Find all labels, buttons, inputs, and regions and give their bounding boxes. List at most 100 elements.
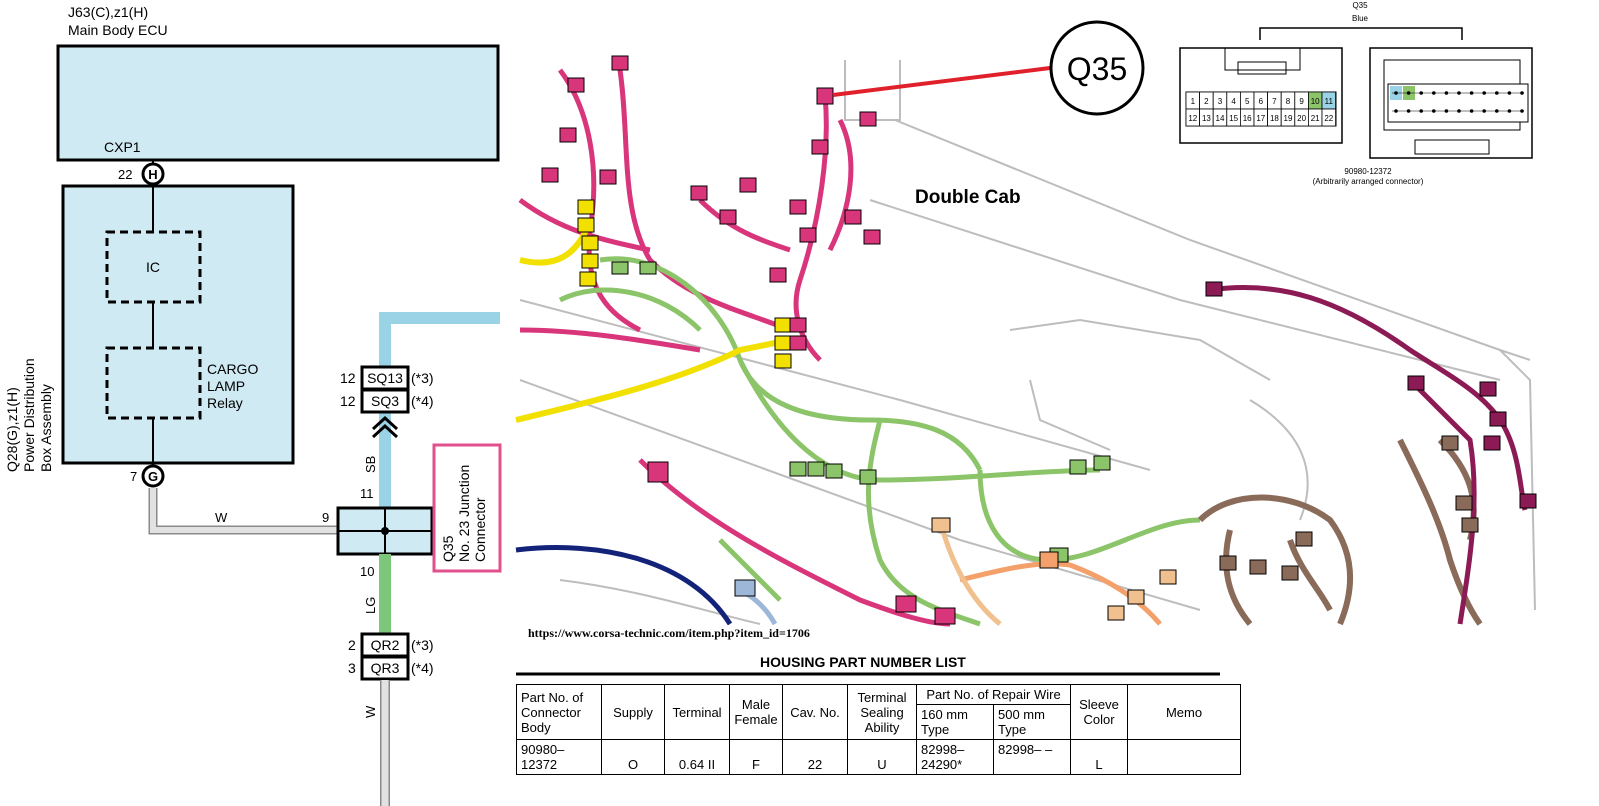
pin-number: 11 — [1325, 97, 1334, 106]
header-500mm: 500 mm Type — [993, 704, 1071, 740]
chevron-up-icon — [371, 415, 399, 431]
header-memo: Memo — [1127, 684, 1241, 740]
header-supply: Supply — [601, 684, 665, 740]
pin-number: 18 — [1270, 114, 1279, 123]
junction-label-3: Connector — [472, 497, 488, 562]
wire-w-pin: 9 — [322, 510, 329, 525]
pin-cell — [1321, 108, 1337, 127]
cell-sealing: U — [847, 739, 917, 775]
sq3-note: (*4) — [411, 393, 434, 409]
q35-callout-label: Q35 — [1067, 51, 1127, 87]
pin-number: 17 — [1256, 114, 1265, 123]
chevron-up-icon — [371, 423, 399, 439]
sq13-note: (*3) — [411, 370, 434, 386]
qr3-label: QR3 — [371, 660, 400, 676]
sq13-label: SQ13 — [367, 370, 403, 386]
pdb-label-3: Box Assembly — [38, 384, 54, 472]
qr2-note: (*3) — [411, 637, 434, 653]
table-row: 90980– 12372 O 0.64 II F 22 U 82998– 242… — [516, 739, 1241, 775]
header-sealing: Terminal Sealing Ability — [847, 684, 917, 740]
cell-memo — [1127, 739, 1241, 775]
wire-w2-label: W — [363, 705, 378, 718]
junction-label-box — [432, 443, 502, 573]
source-url[interactable]: https://www.corsa-technic.com/item.php?i… — [528, 626, 810, 640]
relay-label-2: LAMP — [207, 378, 245, 394]
pinout-color: Blue — [1352, 14, 1369, 23]
sq3-connector — [360, 388, 410, 414]
wire-sb-label: SB — [363, 456, 378, 473]
wire-sb-pin: 11 — [360, 486, 374, 501]
connector-rear-pins — [1392, 91, 1524, 113]
header-cav-no: Cav. No. — [782, 684, 848, 740]
white-wire-w — [150, 488, 340, 533]
pin-number: 4 — [1231, 97, 1236, 106]
table-title: HOUSING PART NUMBER LIST — [760, 654, 966, 670]
junction-label-2: No. 23 Junction — [456, 465, 472, 562]
pin-number: 8 — [1286, 97, 1291, 106]
header-terminal: Terminal — [664, 684, 730, 740]
power-distribution-box — [61, 184, 295, 465]
ecu-pin-circle — [141, 162, 165, 186]
sq3-pin: 12 — [340, 393, 356, 409]
pdb-name: Q28(G),z1(H) — [4, 387, 20, 472]
relay-label-3: Relay — [207, 395, 243, 411]
relay-label-1: CARGO — [207, 361, 258, 377]
main-body-ecu-box — [56, 44, 500, 162]
cell-cav: 22 — [782, 739, 848, 775]
header-part-no: Part No. of Connector Body — [516, 684, 602, 740]
cell-terminal: 0.64 II — [664, 739, 730, 775]
pin-number: 5 — [1245, 97, 1250, 106]
ecu-pin-number: 22 — [118, 167, 132, 182]
double-cab-label: Double Cab — [915, 187, 1021, 208]
pdb-label-2: Power Distribution — [21, 358, 37, 472]
cell-500mm: 82998– – — [993, 739, 1071, 775]
wire-lg-pin: 10 — [360, 564, 374, 579]
ecu-name: J63(C),z1(H) — [68, 4, 148, 20]
pin-number: 14 — [1216, 114, 1225, 123]
pin-number: 7 — [1272, 97, 1277, 106]
ecu-subtitle: Main Body ECU — [68, 22, 168, 38]
connector-part-number: 90980-12372 — [1344, 167, 1392, 176]
qr2-pin: 2 — [348, 637, 356, 653]
schematic-panel: J63(C),z1(H) Main Body ECU CXP1 22 H IC … — [4, 4, 502, 806]
cell-sleeve: L — [1070, 739, 1128, 775]
pdb-pin-circle — [141, 464, 165, 488]
connector-note: (Arbitrarily arranged connector) — [1313, 177, 1424, 186]
pin-number: 3 — [1218, 97, 1223, 106]
pin-number: 20 — [1297, 114, 1306, 123]
pin-number: 22 — [1324, 114, 1333, 123]
housing-part-number-table: Part No. of Connector Body Supply Termin… — [516, 684, 1241, 775]
ic-label: IC — [146, 259, 160, 275]
header-male-female: Male Female — [729, 684, 783, 740]
pdb-pin-letter: G — [148, 469, 158, 484]
q35-callout-circle — [1049, 20, 1145, 116]
qr3-connector — [360, 655, 410, 681]
pin-number: 1 — [1191, 97, 1196, 106]
pin-number: 6 — [1259, 97, 1264, 106]
qr3-pin: 3 — [348, 660, 356, 676]
header-sleeve-color: Sleeve Color — [1070, 684, 1128, 740]
cell-supply: O — [601, 739, 665, 775]
pin-number: 12 — [1188, 114, 1197, 123]
header-160mm: 160 mm Type — [916, 704, 994, 740]
wire-w-label: W — [215, 510, 228, 525]
wire-lg-label: LG — [363, 597, 378, 614]
qr3-note: (*4) — [411, 660, 434, 676]
pin-number: 10 — [1311, 97, 1320, 106]
pdb-pin-number: 7 — [130, 469, 137, 484]
pinout-title: Q35 — [1352, 1, 1368, 10]
pin-number: 9 — [1299, 97, 1304, 106]
ecu-connector-label: CXP1 — [104, 139, 141, 155]
ecu-pin-letter: H — [148, 167, 157, 182]
pin-number: 21 — [1311, 114, 1320, 123]
pin-number: 16 — [1243, 114, 1252, 123]
cell-male-female: F — [729, 739, 783, 775]
pin-number: 19 — [1284, 114, 1293, 123]
cell-160mm: 82998– 24290* — [916, 739, 994, 775]
junction-label-1: Q35 — [440, 535, 456, 562]
qr2-label: QR2 — [371, 637, 400, 653]
pin-number: 13 — [1202, 114, 1211, 123]
